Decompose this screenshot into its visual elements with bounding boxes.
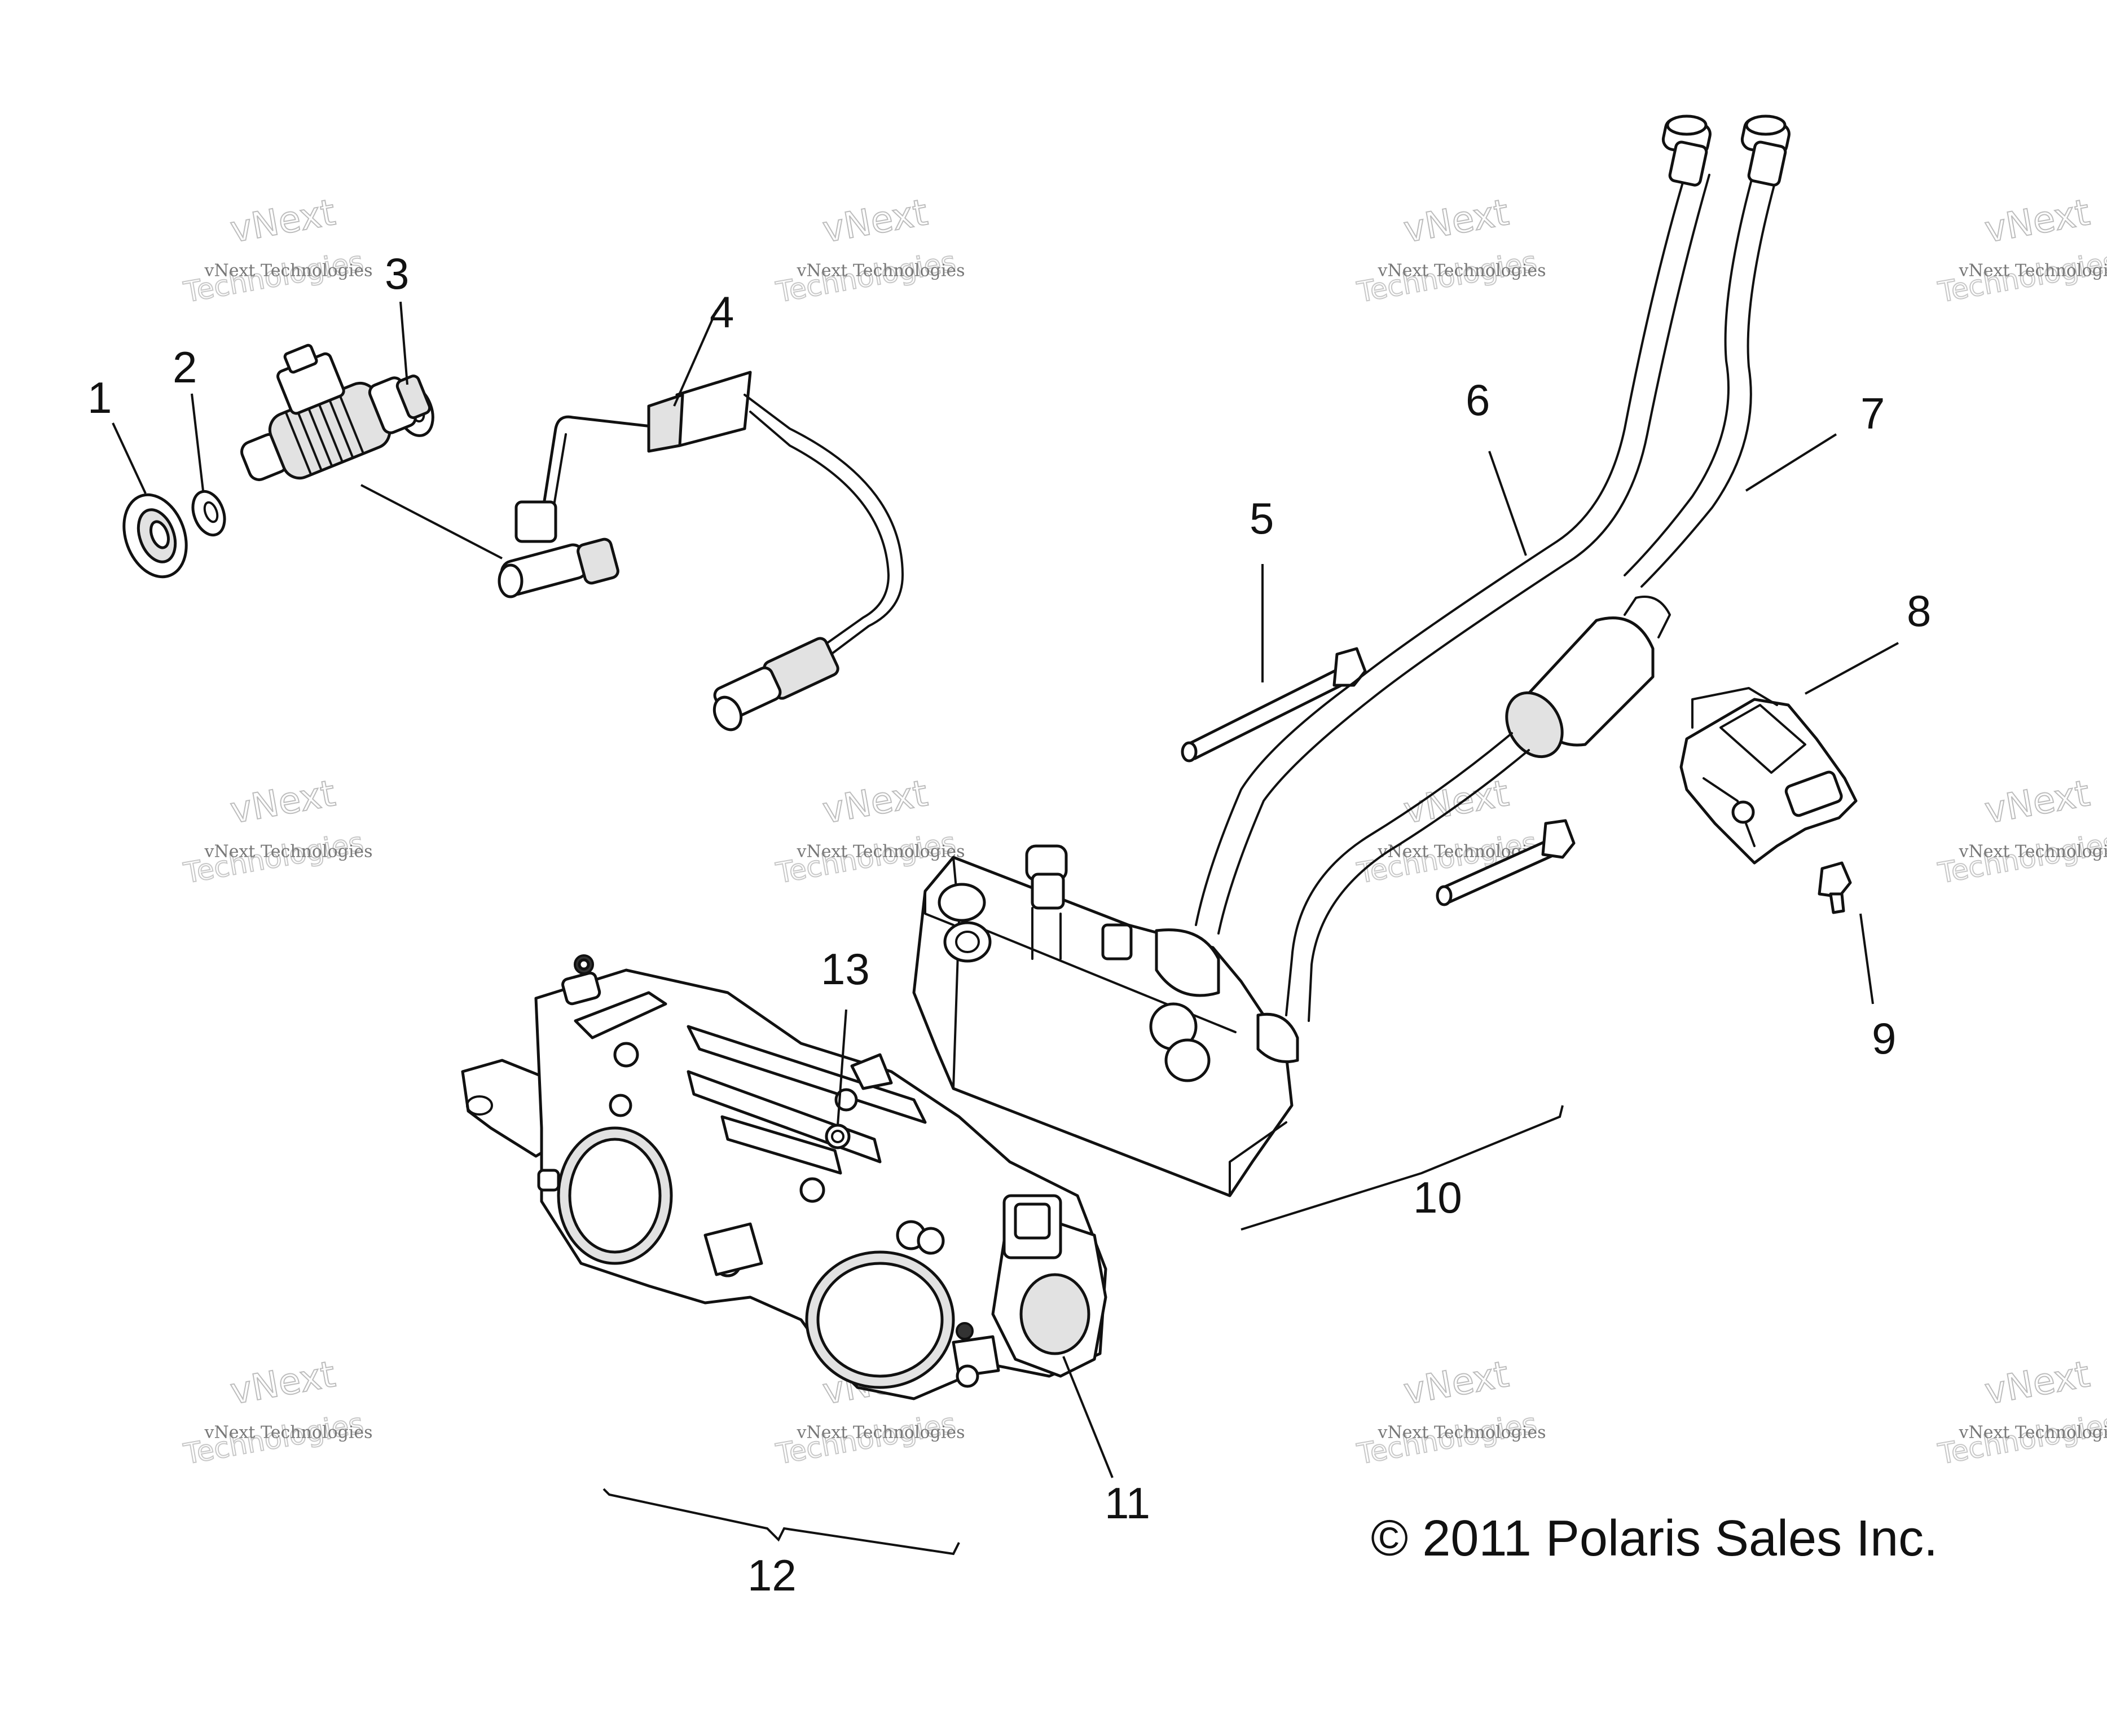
leader-11 <box>1062 1356 1114 1478</box>
callout-12: 12 <box>747 1550 797 1600</box>
watermark-text: vNext Technologies <box>1378 261 1546 280</box>
callout-6: 6 <box>1466 375 1490 425</box>
watermark-brand: vNext <box>227 1354 338 1413</box>
watermark-text: vNext Technologies <box>204 1422 373 1442</box>
watermark-r1c1: vNext Technologies vNext Technologies <box>181 191 373 310</box>
part-8-bracket <box>1679 687 1858 865</box>
callout-10: 10 <box>1413 1173 1462 1222</box>
callout-4: 4 <box>710 287 734 337</box>
leader-1 <box>112 422 147 494</box>
part-9-screw <box>1818 861 1852 914</box>
callout-9: 9 <box>1872 1014 1896 1063</box>
hose-fitting-left <box>1661 114 1712 187</box>
watermark-text: vNext Technologies <box>204 841 373 861</box>
watermark-text: vNext Technologies <box>1959 841 2107 861</box>
leader-7 <box>1745 433 1837 492</box>
callout-13: 13 <box>821 944 870 994</box>
callout-1: 1 <box>87 373 112 422</box>
copyright-text: © 2011 Polaris Sales Inc. <box>1371 1510 1938 1567</box>
rail-bolt <box>1436 819 1576 906</box>
bracket-12 <box>602 1488 960 1556</box>
part-2-o-ring <box>191 490 226 537</box>
leader-injector <box>360 484 503 559</box>
callout-11: 11 <box>1105 1478 1150 1528</box>
watermark-brand: vNext <box>227 192 338 251</box>
watermark-brand: vNext <box>1401 773 1512 832</box>
watermark-text: vNext Technologies <box>1959 261 2107 280</box>
callout-7: 7 <box>1860 389 1885 438</box>
watermark-brand: vNext <box>1982 773 2093 832</box>
callout-5: 5 <box>1250 494 1274 543</box>
watermark-r3c1: vNext Technologies vNext Technologies <box>181 1353 373 1471</box>
leader-6 <box>1488 451 1527 556</box>
hose-fitting-right <box>1740 114 1791 187</box>
watermark-text: vNext Technologies <box>204 261 373 280</box>
callout-3: 3 <box>385 249 409 298</box>
watermark-text: vNext Technologies <box>1378 1422 1546 1442</box>
fuel-injector <box>240 343 432 482</box>
leader-9 <box>1859 913 1874 1004</box>
leader-4 <box>673 310 718 407</box>
watermark-r3c3: vNext Technologies vNext Technologies <box>1354 1353 1546 1471</box>
fuel-rail <box>912 844 1299 1197</box>
callout-8: 8 <box>1907 586 1931 636</box>
watermark-brand: vNext <box>227 773 338 832</box>
part-4-injector-harness <box>498 371 904 732</box>
watermark-r3c4: vNext Technologies vNext Technologies <box>1935 1353 2107 1471</box>
watermark-brand: vNext <box>820 773 931 832</box>
leader-2 <box>191 393 204 491</box>
watermark-brand: vNext <box>1982 192 2093 251</box>
part-5-bolt <box>1181 647 1367 763</box>
watermark-brand: vNext <box>820 192 931 251</box>
leader-13 <box>837 1009 847 1126</box>
leader-8 <box>1805 642 1899 695</box>
bracket-10 <box>1241 1105 1564 1231</box>
watermark-text: vNext Technologies <box>797 841 965 861</box>
part-12-throttle-body <box>461 954 1107 1400</box>
watermark-brand: vNext <box>1401 192 1512 251</box>
watermark-brand: vNext <box>1982 1354 2093 1413</box>
part-11-tps-sensor <box>956 1194 1107 1388</box>
leader-3 <box>399 301 408 385</box>
watermark-r2c1: vNext Technologies vNext Technologies <box>181 772 373 891</box>
watermark-r1c2: vNext Technologies vNext Technologies <box>773 191 965 310</box>
watermark-text: vNext Technologies <box>797 261 965 280</box>
watermark-r1c4: vNext Technologies vNext Technologies <box>1935 191 2107 310</box>
watermark-r2c4: vNext Technologies vNext Technologies <box>1935 772 2107 891</box>
callout-2: 2 <box>173 342 197 392</box>
watermark-text: vNext Technologies <box>1959 1422 2107 1442</box>
watermark-brand: vNext <box>1401 1354 1512 1413</box>
part-1-seal <box>122 493 188 579</box>
watermark-r1c3: vNext Technologies vNext Technologies <box>1354 191 1546 310</box>
watermark-text: vNext Technologies <box>797 1422 965 1442</box>
part-6-7-fuel-hoses <box>1195 114 1791 1022</box>
